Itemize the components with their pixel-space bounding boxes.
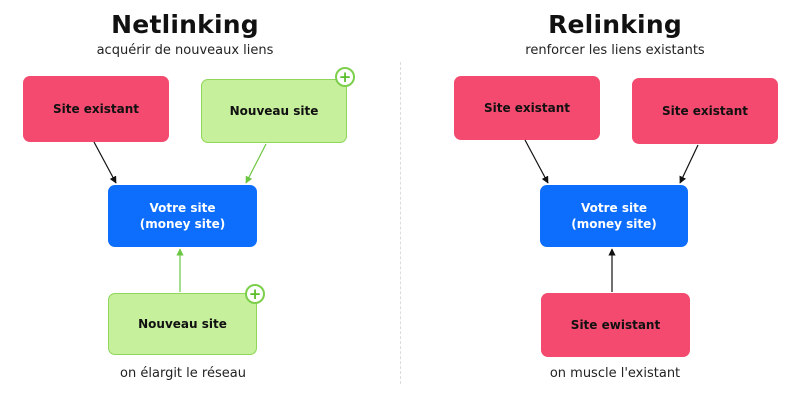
box-label: Nouveau site [138, 316, 227, 331]
arrow-existing-right-to-money [679, 144, 699, 184]
relinking-existing-site-left-box: Site existant [454, 76, 600, 140]
relinking-title: Relinking [548, 10, 682, 39]
netlinking-subtitle: acquérir de nouveaux liens [96, 43, 274, 58]
relinking-subtitle: renforcer les liens existants [525, 43, 705, 58]
relinking-existing-site-bottom-box: Site ewistant [541, 293, 690, 357]
box-label-line2: (money site) [139, 217, 226, 231]
section-divider [400, 62, 401, 384]
box-label-line1: Votre site [149, 200, 216, 215]
relinking-existing-site-right-box: Site existant [632, 78, 778, 144]
arrow-existing-to-money [93, 141, 117, 184]
arrow-existing-left-to-money [524, 139, 549, 184]
box-label: Site existant [52, 101, 140, 116]
box-label: Site existant [483, 100, 571, 115]
plus-icon: + [245, 284, 265, 304]
box-label: Nouveau site [229, 103, 319, 118]
netlinking-title: Netlinking [111, 10, 259, 39]
relinking-caption: on muscle l'existant [549, 366, 681, 381]
box-label: Site existant [661, 103, 749, 118]
netlinking-new-site-top-box: Nouveau site [201, 79, 347, 143]
box-label-line1: Votre site [581, 200, 647, 215]
netlinking-existing-site-box: Site existant [23, 76, 169, 142]
box-label-line2: (money site) [571, 217, 657, 231]
box-label: Site ewistant [570, 317, 661, 332]
netlinking-money-site-box: Votre site (money site) [108, 185, 257, 247]
relinking-money-site-box: Votre site (money site) [540, 185, 688, 247]
netlinking-caption: on élargit le réseau [120, 366, 246, 381]
netlinking-new-site-bottom-box: Nouveau site [108, 293, 257, 355]
arrow-new-top-to-money [245, 143, 267, 184]
plus-icon: + [335, 67, 355, 87]
